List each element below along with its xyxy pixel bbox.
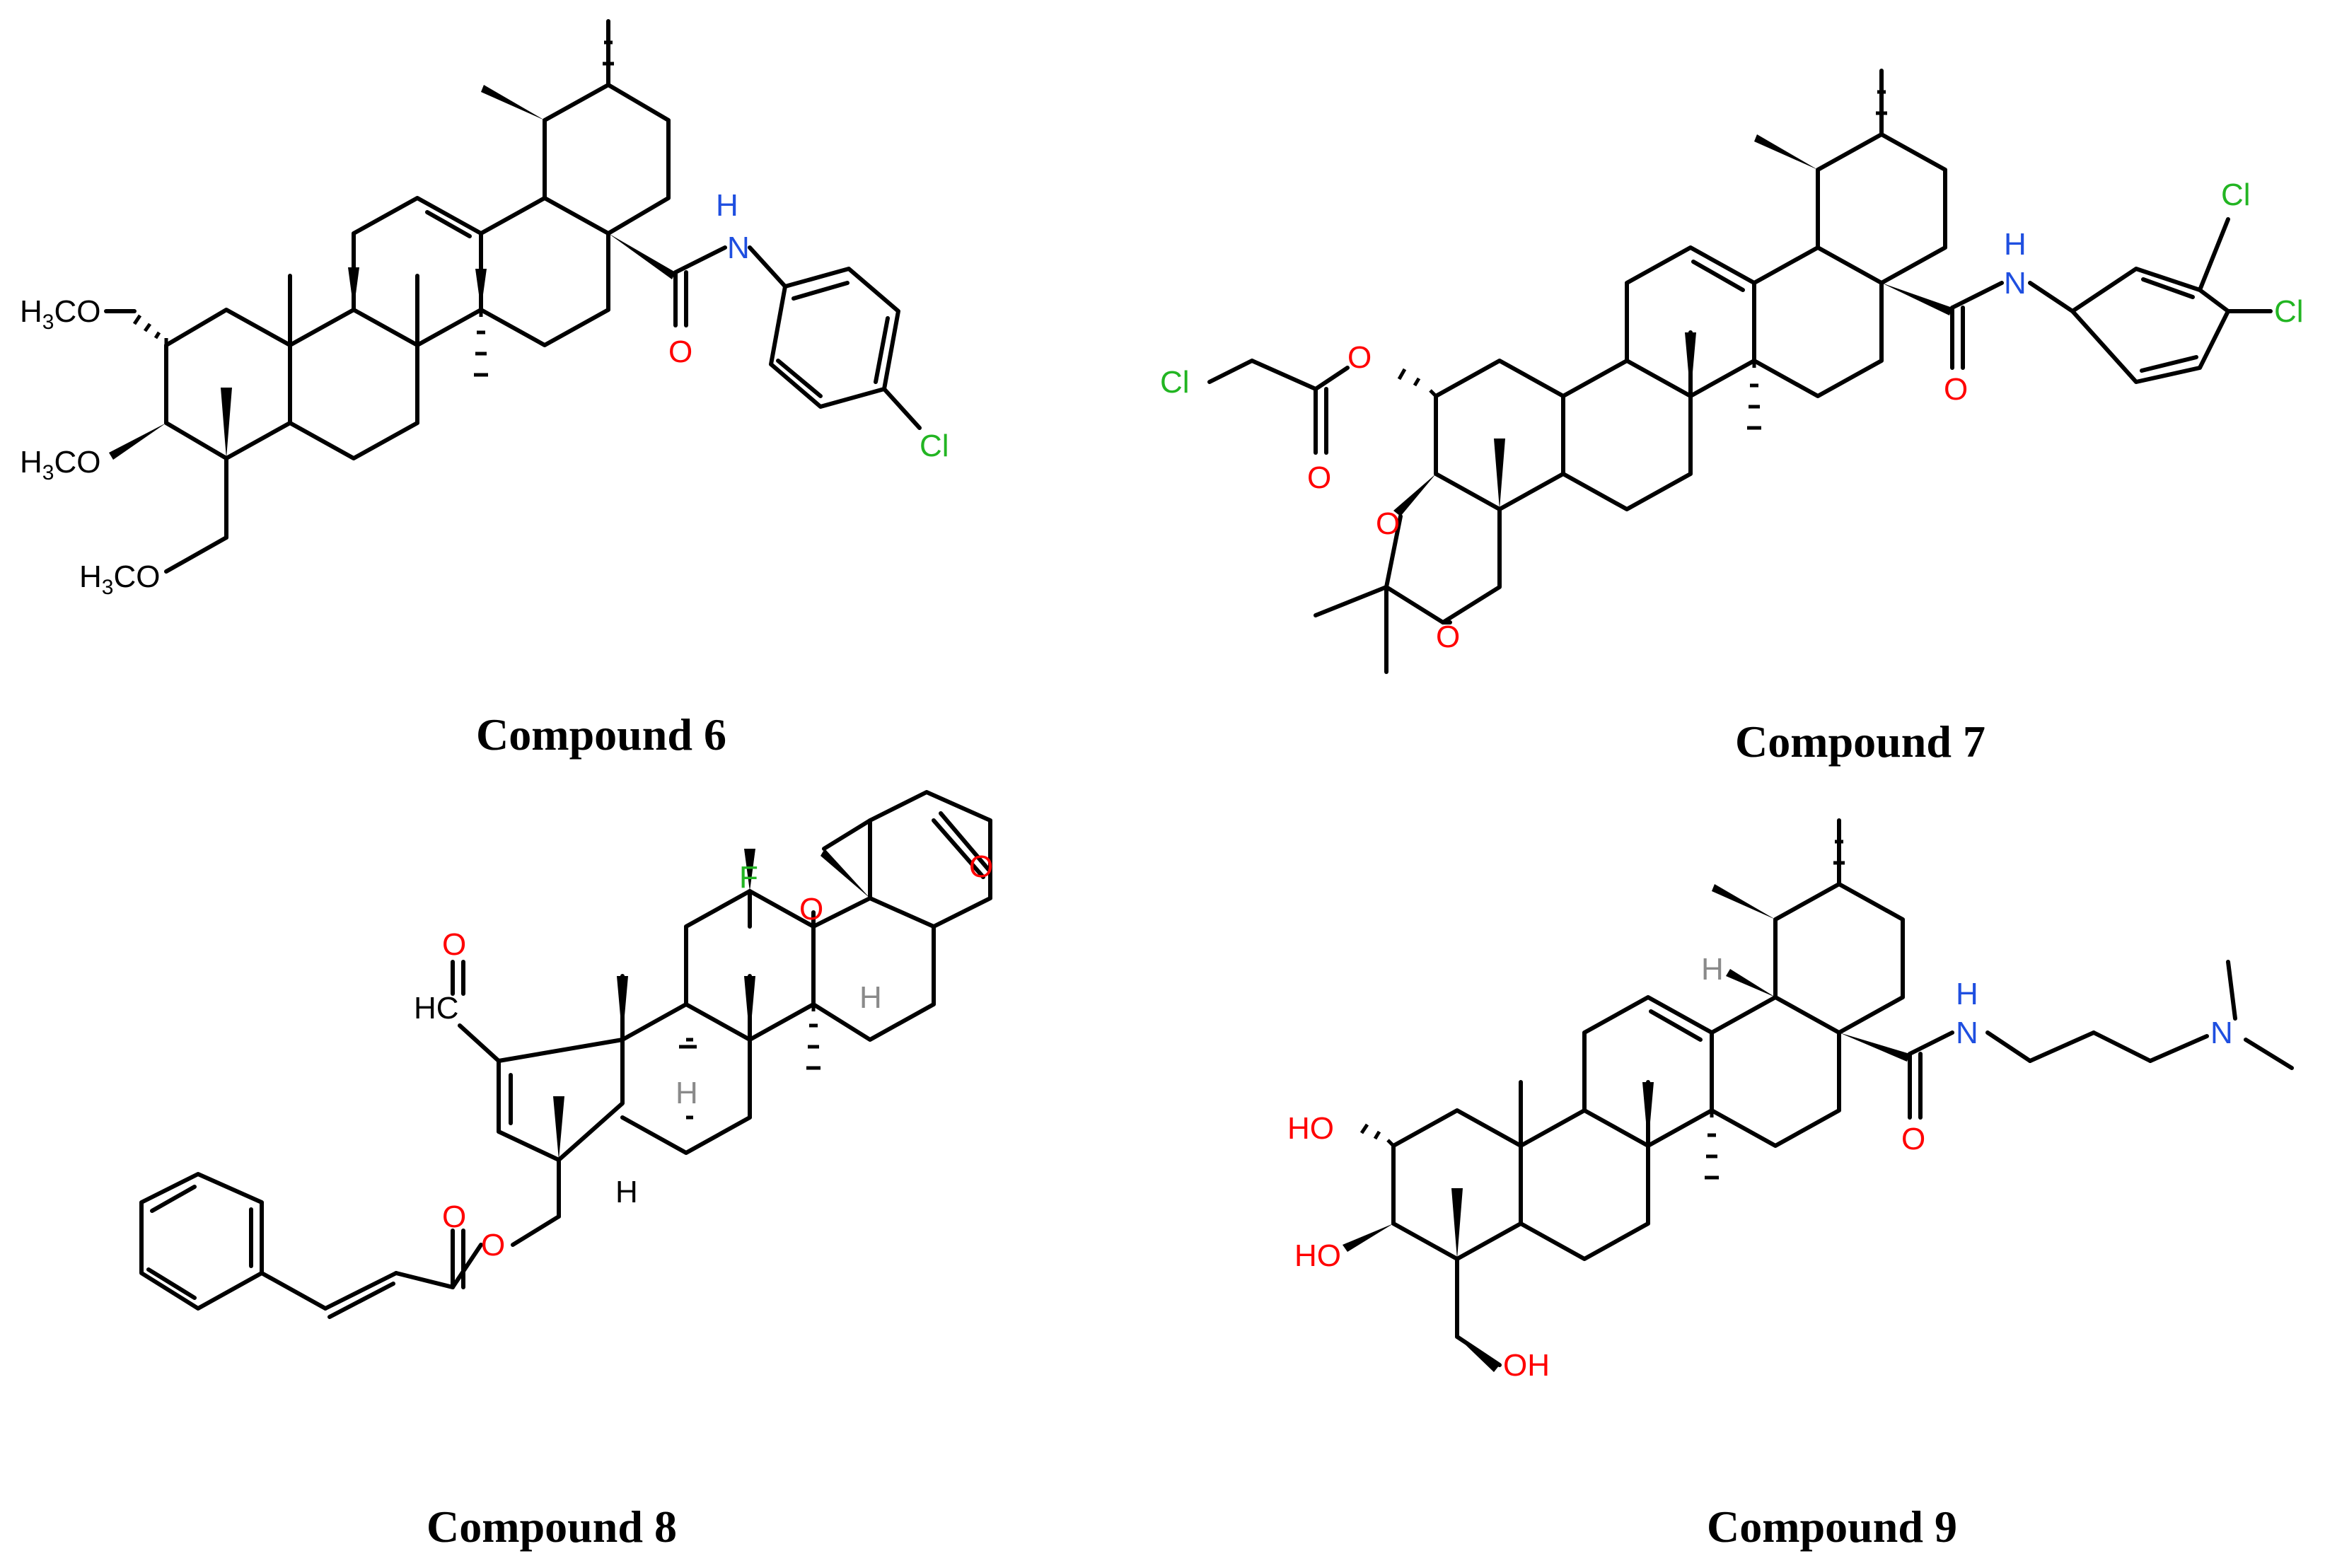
- stereo-h-9: H: [1701, 952, 1724, 987]
- svg-text:H3CO: H3CO: [20, 294, 100, 334]
- ome3-h: H: [79, 559, 102, 594]
- compound-7-structure: Cl O O O O N H O Cl Cl: [1160, 69, 2304, 674]
- ester-o-7: O: [1347, 340, 1372, 375]
- cho-hc-8: HC: [414, 991, 459, 1026]
- amide-o-9: O: [1901, 1122, 1925, 1156]
- ome1-rest: CO: [54, 294, 100, 329]
- ome1-h: H: [20, 294, 42, 329]
- chloro-ar1-7: Cl: [2221, 178, 2251, 212]
- ome3-sub: 3: [102, 576, 114, 599]
- compound-9-caption: Compound 9: [1707, 1502, 1957, 1552]
- amide-nh-6: H: [716, 188, 738, 223]
- compound-8-caption: Compound 8: [427, 1502, 677, 1552]
- acetal-o2-7: O: [1436, 620, 1460, 654]
- chloro-6: Cl: [920, 429, 949, 463]
- ester-co-8: O: [442, 1200, 466, 1234]
- compound-9-structure: HO HO OH H N H O N: [1287, 818, 2294, 1383]
- stereo-h1-8: H: [859, 980, 882, 1015]
- lactone-co-8: O: [969, 849, 993, 884]
- lactone-o-8: O: [799, 892, 823, 927]
- amide-o-6: O: [668, 335, 692, 369]
- acetal-o1-7: O: [1376, 506, 1400, 541]
- hydroxy-2-9: HO: [1294, 1238, 1341, 1273]
- compound-6-structure: H3CO H3CO H3CO N H O Cl: [20, 19, 949, 599]
- amine-n-9: N: [2210, 1016, 2233, 1050]
- amide-nh-7: H: [2004, 227, 2027, 262]
- stereo-h3-8: H: [615, 1175, 638, 1209]
- ome2-h: H: [20, 445, 42, 480]
- ome2-sub: 3: [42, 461, 54, 484]
- ome2-rest: CO: [54, 445, 100, 480]
- cho-o-8: O: [442, 927, 466, 962]
- chloro-acyl-7: Cl: [1160, 365, 1190, 400]
- svg-text:H3CO: H3CO: [20, 445, 100, 484]
- ome3-rest: CO: [113, 559, 160, 594]
- amide-n-6: N: [727, 231, 750, 265]
- carbonyl-o-7: O: [1307, 460, 1331, 495]
- svg-text:H3CO: H3CO: [79, 559, 160, 599]
- ome1-sub: 3: [42, 310, 54, 334]
- hydroxy-3-9: OH: [1503, 1348, 1550, 1383]
- compound-7-caption: Compound 7: [1735, 716, 1985, 767]
- fluoro-8: F: [739, 860, 758, 895]
- amide-n-9: N: [1956, 1016, 1978, 1050]
- amide-o-7: O: [1944, 372, 1968, 407]
- compound-8-structure: O HC F O O H H H O O: [139, 790, 993, 1319]
- amide-n-7: N: [2004, 266, 2027, 301]
- chloro-ar2-7: Cl: [2274, 294, 2304, 329]
- compound-6-caption: Compound 6: [476, 709, 726, 760]
- ester-o-8: O: [481, 1228, 505, 1262]
- stereo-h2-8: H: [676, 1076, 698, 1110]
- amide-nh-9: H: [1956, 977, 1978, 1011]
- hydroxy-1-9: HO: [1287, 1111, 1334, 1146]
